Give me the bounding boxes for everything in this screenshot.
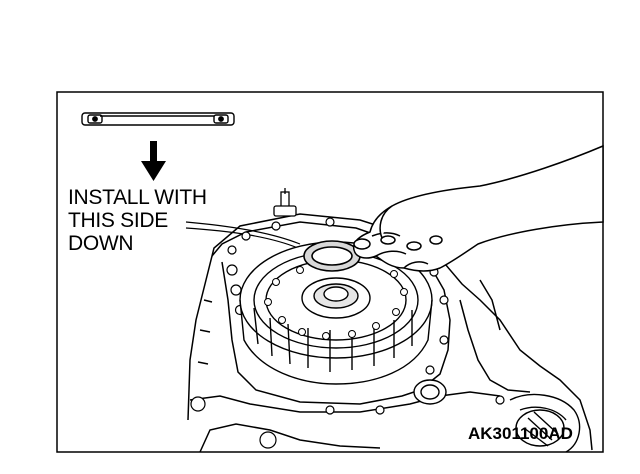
callout-line-2: THIS SIDE: [68, 209, 168, 232]
drum-holes: [264, 266, 408, 340]
output-housing: [413, 379, 581, 453]
down-arrow-icon: [141, 141, 166, 181]
figure-id: AK301100AD: [468, 424, 573, 443]
breather-stud: [273, 188, 297, 217]
leader-line: [185, 221, 301, 245]
snap-ring-detail-icon: [81, 112, 235, 126]
technician-hand: [352, 144, 604, 272]
case-bolts: [190, 217, 505, 449]
callout-line-3: DOWN: [68, 232, 134, 255]
clutch-drum: [239, 241, 433, 385]
install-callout: INSTALL WITH THIS SIDE DOWN: [68, 186, 218, 255]
snap-ring: [303, 240, 361, 272]
callout-line-1: INSTALL WITH: [68, 186, 207, 209]
figure-frame: [56, 91, 604, 453]
